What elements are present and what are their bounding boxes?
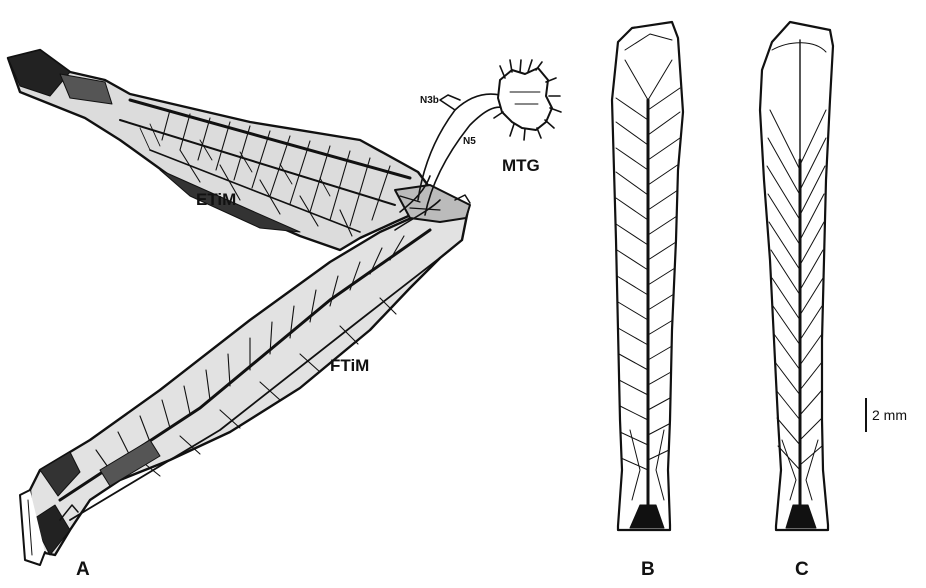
panel-c-outline [760, 22, 833, 530]
etim-label: ETiM [196, 190, 236, 210]
scale-bar-label: 2 mm [872, 407, 907, 423]
panel-c-drawing [760, 22, 833, 530]
panel-b-letter: B [641, 559, 655, 581]
mtg-label: MTG [502, 156, 540, 176]
n5-label: N5 [463, 136, 476, 147]
panel-a-drawing [8, 50, 561, 565]
panel-b-drawing [612, 22, 683, 530]
ftim-label: FTiM [330, 356, 369, 376]
etim-muscle [8, 50, 430, 250]
panel-a-letter: A [76, 559, 90, 581]
ftim-muscle [20, 208, 468, 565]
panel-c-letter: C [795, 559, 809, 581]
mtg-ganglion [494, 60, 561, 140]
n3b-label: N3b [420, 95, 439, 106]
